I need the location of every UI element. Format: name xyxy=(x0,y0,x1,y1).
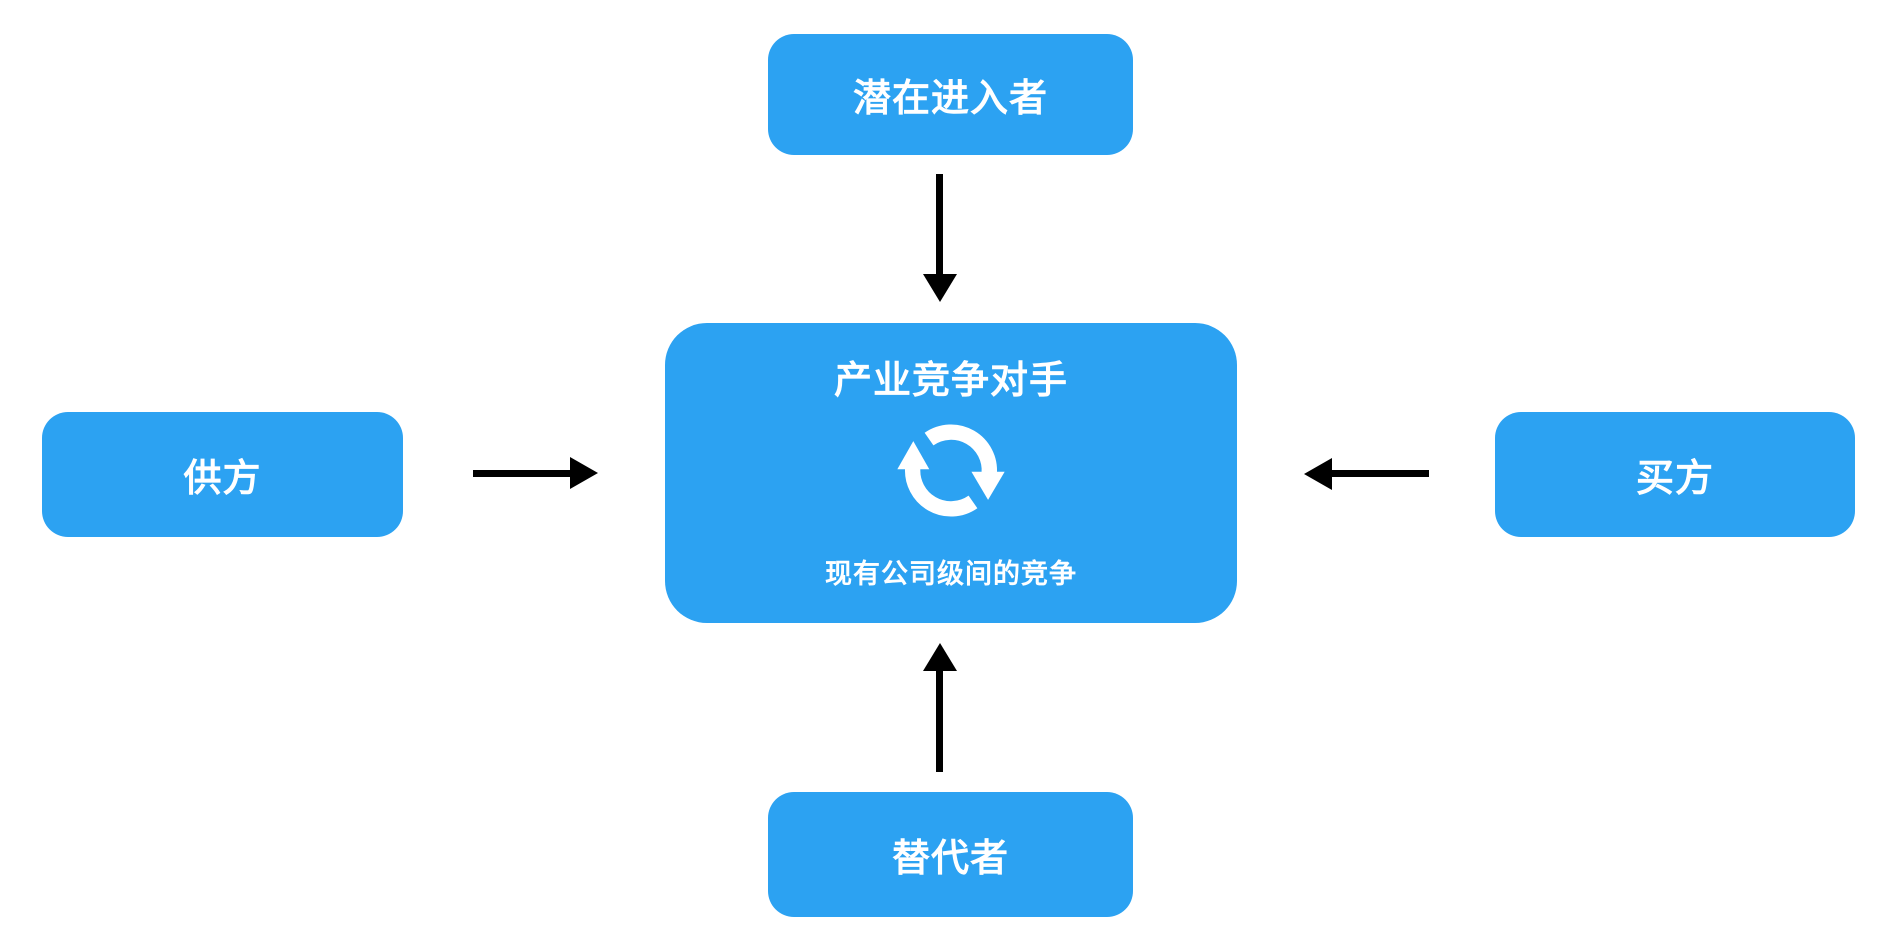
arrow-right-to-center-head-icon xyxy=(1304,458,1332,490)
sync-cycle-icon xyxy=(897,424,1005,517)
arrow-right-to-center-shaft xyxy=(1330,470,1429,477)
node-industry-competitors-title: 产业竞争对手 xyxy=(833,360,1068,402)
arrow-top-to-center-shaft xyxy=(936,174,943,276)
node-buyers: 买方 xyxy=(1495,412,1855,537)
node-substitutes: 替代者 xyxy=(768,792,1133,917)
node-buyers-label: 买方 xyxy=(1635,458,1714,500)
node-substitutes-label: 替代者 xyxy=(891,838,1009,880)
arrow-bottom-to-center-head-icon xyxy=(923,643,957,671)
node-suppliers-label: 供方 xyxy=(183,458,262,500)
node-potential-entrants-label: 潜在进入者 xyxy=(852,78,1048,120)
node-suppliers: 供方 xyxy=(42,412,403,537)
arrow-left-to-center-shaft xyxy=(473,470,573,477)
arrow-left-to-center-head-icon xyxy=(570,457,598,489)
node-industry-competitors-subtitle: 现有公司级间的竞争 xyxy=(825,559,1077,589)
arrow-top-to-center-head-icon xyxy=(923,274,957,302)
node-potential-entrants: 潜在进入者 xyxy=(768,34,1133,155)
node-industry-competitors: 产业竞争对手 现有公司级间的竞争 xyxy=(665,323,1237,623)
arrow-bottom-to-center-shaft xyxy=(936,669,943,772)
